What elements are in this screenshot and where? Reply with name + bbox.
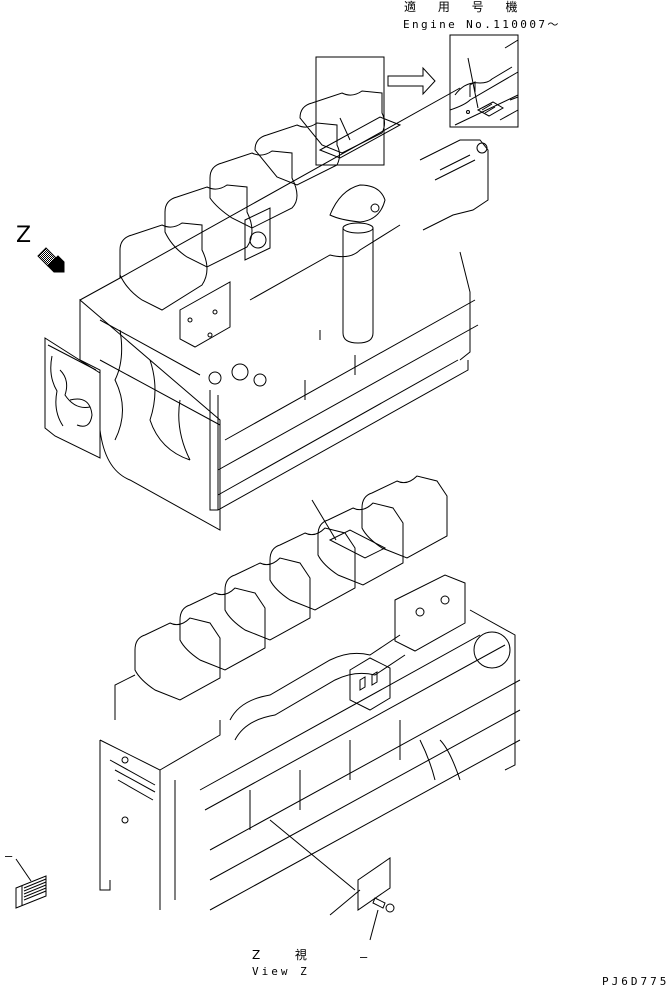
lower-engine <box>100 476 520 940</box>
view-caption-dash: – <box>360 950 371 964</box>
applicable-serial-label-jp: 適 用 号 機 <box>404 0 527 14</box>
inset-frame <box>316 57 384 165</box>
label-plate-icon <box>16 859 46 908</box>
view-direction-arrow-icon <box>38 248 64 272</box>
applicable-serial-label-en: Engine No.110007～ <box>403 18 561 31</box>
view-z-letter: Z <box>16 223 32 248</box>
view-caption-en: View Z <box>252 965 310 978</box>
upper-engine <box>45 88 488 530</box>
view-caption-jp: Z 視 <box>252 948 316 962</box>
detail-arrow-icon <box>388 68 435 94</box>
drawing-number: PJ6D775 <box>602 975 670 988</box>
label-plate-callout: – <box>5 849 16 863</box>
detail-inset <box>450 35 518 127</box>
